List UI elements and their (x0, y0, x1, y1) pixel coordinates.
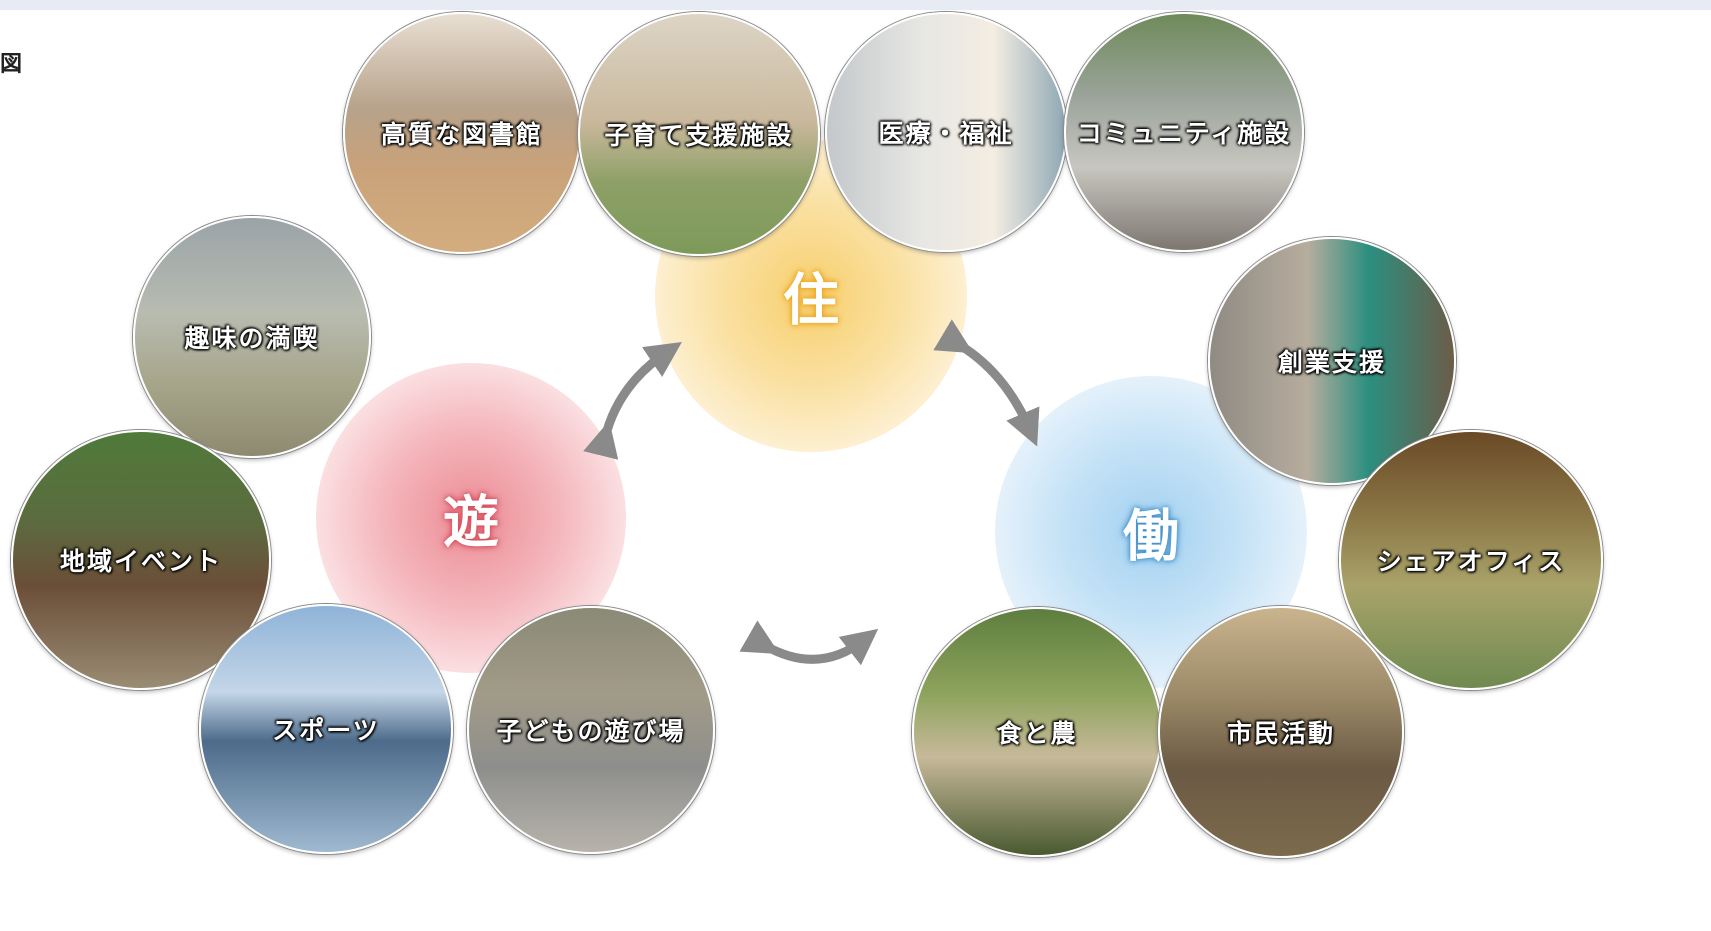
photo-civic: 市民活動 (1158, 606, 1404, 858)
hub-live-label: 住 (783, 268, 839, 334)
figure-label: 図 (0, 52, 23, 77)
photo-childcare: 子育て支援施設 (578, 12, 820, 256)
arrow-play-work (739, 620, 879, 666)
photo-community-label: コミュニティ施設 (1076, 119, 1292, 148)
photo-startup-label: 創業支援 (1277, 348, 1386, 377)
photo-library-label: 高質な図書館 (380, 120, 543, 149)
photo-community: コミュニティ施設 (1064, 12, 1304, 252)
photo-playground-label: 子どもの遊び場 (496, 717, 686, 746)
arrow-live-work (933, 319, 1040, 447)
photo-civic-label: 市民活動 (1226, 719, 1335, 748)
photo-share-office-label: シェアオフィス (1376, 547, 1566, 576)
arrow-play-live (583, 341, 682, 460)
photo-medical-label: 医療・福祉 (878, 119, 1014, 148)
hub-play-label: 遊 (443, 490, 499, 556)
photo-sports: スポーツ (199, 604, 453, 854)
photo-sports-label: スポーツ (272, 716, 380, 745)
photo-childcare-label: 子育て支援施設 (604, 121, 794, 150)
photo-food-label: 食と農 (996, 719, 1078, 748)
photo-food: 食と農 (912, 607, 1162, 857)
photo-library: 高質な図書館 (343, 12, 581, 254)
top-bar (0, 0, 1711, 10)
photo-event-label: 地域イベント (59, 547, 222, 576)
photo-playground: 子どもの遊び場 (467, 606, 715, 854)
photo-hobby: 趣味の満喫 (133, 216, 371, 458)
photo-hobby-label: 趣味の満喫 (184, 324, 320, 353)
photo-medical: 医療・福祉 (825, 12, 1067, 252)
hub-work-label: 働 (1123, 504, 1179, 570)
